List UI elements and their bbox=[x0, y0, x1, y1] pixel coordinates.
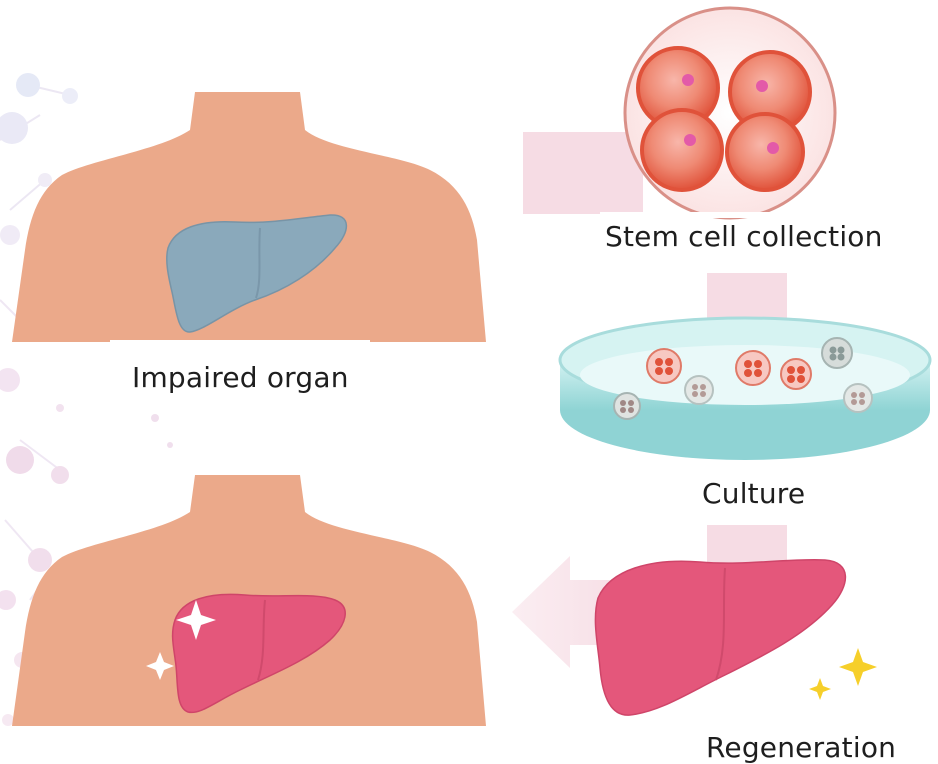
connector-bar bbox=[523, 132, 643, 214]
stem-cell-collection-label: Stem cell collection bbox=[605, 220, 883, 253]
impaired-body bbox=[12, 92, 486, 346]
impaired-organ-label: Impaired organ bbox=[132, 361, 349, 394]
petri-dish-icon bbox=[560, 318, 930, 460]
regeneration-label: Regeneration bbox=[706, 731, 896, 764]
sparkle-icon bbox=[809, 678, 831, 700]
regenerated-liver bbox=[595, 560, 877, 715]
sparkle-icon bbox=[839, 648, 877, 686]
body-torso-icon bbox=[12, 92, 486, 342]
liver-icon bbox=[595, 560, 845, 715]
culture-label: Culture bbox=[702, 477, 805, 510]
healthy-body bbox=[12, 475, 486, 726]
